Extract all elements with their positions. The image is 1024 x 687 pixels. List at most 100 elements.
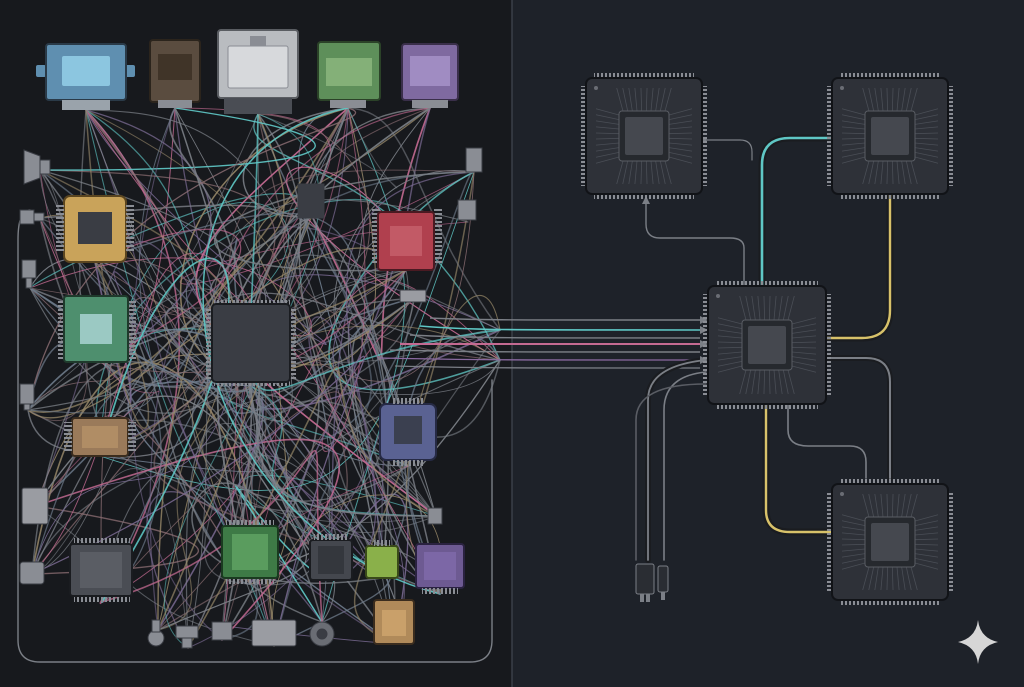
plug-connector-icon[interactable] — [635, 563, 655, 602]
ecu-module-silver[interactable] — [217, 29, 299, 114]
wire — [249, 113, 501, 392]
ecu-module-lime[interactable] — [365, 540, 399, 579]
chip-trace — [717, 295, 817, 395]
wire — [347, 107, 501, 331]
wire — [85, 109, 383, 579]
bulb-connector-icon[interactable] — [147, 619, 165, 647]
pin1-marker — [840, 492, 844, 496]
jack-connector-icon[interactable] — [657, 565, 669, 600]
chip-trace — [841, 493, 939, 591]
wire — [31, 468, 189, 649]
chip-trace — [595, 87, 693, 185]
wire — [153, 299, 441, 595]
speaker-connector-icon[interactable] — [23, 149, 51, 185]
chip-trace — [841, 87, 939, 185]
motor-connector-icon[interactable] — [297, 147, 483, 525]
pin1-marker — [594, 86, 598, 90]
chip-trace — [595, 87, 693, 185]
wire — [31, 299, 251, 575]
wire — [255, 107, 437, 517]
chip-trace — [595, 87, 693, 185]
ecu-module-green-small[interactable] — [221, 520, 279, 584]
antenna-connector-icon[interactable] — [175, 625, 199, 649]
chip-pins — [827, 492, 832, 592]
ecu-module-green[interactable] — [317, 41, 381, 108]
ecu-module-tan[interactable] — [64, 417, 136, 457]
usb-connector-icon[interactable] — [211, 621, 233, 641]
wire — [27, 107, 176, 414]
ecu-module-brown[interactable] — [149, 39, 201, 108]
right-wiring — [635, 134, 894, 563]
chip-trace — [841, 87, 939, 185]
chip-trace — [595, 87, 693, 185]
wire — [39, 217, 251, 585]
wire — [157, 113, 285, 631]
ecu-module-purple[interactable] — [401, 43, 459, 108]
chip-die-top — [625, 117, 663, 155]
ecu-module-blue[interactable] — [36, 43, 135, 110]
wire — [187, 366, 437, 649]
wire — [185, 297, 415, 649]
chip-trace — [841, 493, 939, 591]
chip-trace — [841, 493, 939, 591]
chip-pins — [703, 294, 708, 396]
sparkle-icon — [958, 620, 998, 664]
ecu-module-charcoal[interactable] — [309, 534, 353, 581]
zone-controller-bottom-right[interactable] — [827, 479, 953, 605]
chip-pins — [594, 194, 694, 199]
wire — [157, 385, 308, 631]
chip-trace — [841, 493, 939, 591]
ecu-module-gold[interactable] — [56, 195, 134, 263]
wire — [39, 169, 323, 623]
chip-pins — [716, 404, 818, 409]
ecu-module-violet[interactable] — [415, 543, 465, 594]
wire — [27, 297, 415, 513]
wire — [94, 261, 289, 473]
right-connectors — [635, 563, 669, 602]
ecu-module-slate[interactable] — [379, 398, 437, 466]
wire — [227, 169, 475, 647]
chip-pins — [840, 479, 940, 484]
wire — [35, 438, 341, 641]
wire — [164, 297, 415, 387]
fuse-connector-icon[interactable] — [19, 561, 45, 585]
ecu-module-gray[interactable] — [69, 538, 133, 602]
plug-connector-icon[interactable] — [19, 209, 45, 225]
sensor-connector-icon[interactable] — [19, 383, 35, 411]
ecu-module-red[interactable] — [372, 208, 442, 271]
left-modules — [36, 29, 465, 645]
chip-trace — [717, 295, 817, 395]
wire — [298, 107, 441, 595]
wire — [99, 171, 475, 491]
chip-pins — [948, 86, 953, 186]
chip-trace — [841, 87, 939, 185]
chip-trace — [717, 295, 817, 395]
central-processor[interactable] — [206, 300, 296, 386]
chip-trace — [717, 295, 817, 395]
wire — [273, 215, 373, 647]
chip-trace — [841, 87, 939, 185]
chip-trace — [841, 87, 939, 185]
chip-trace — [841, 87, 939, 185]
zone-controller-top-left[interactable] — [581, 73, 707, 199]
wire — [27, 217, 88, 421]
camera-connector-icon[interactable] — [251, 619, 297, 647]
chip-trace — [841, 493, 939, 591]
chip-trace — [595, 87, 693, 185]
wire-bundle — [379, 317, 701, 369]
ecu-module-teal[interactable] — [58, 295, 136, 363]
chip-trace — [841, 493, 939, 591]
central-compute-chip[interactable] — [703, 281, 831, 409]
round-connector-icon[interactable] — [309, 621, 335, 647]
relay-connector-icon[interactable] — [21, 487, 49, 525]
wire — [333, 170, 475, 340]
ecu-module-amber[interactable] — [373, 599, 415, 645]
chip-trace — [595, 87, 693, 185]
chip-trace — [841, 87, 939, 185]
right-chips — [581, 73, 953, 605]
wire — [221, 359, 501, 641]
zone-controller-top-right[interactable] — [827, 73, 953, 199]
jack-connector-icon[interactable] — [21, 259, 37, 289]
wire — [249, 385, 437, 517]
chip-trace — [595, 87, 693, 185]
